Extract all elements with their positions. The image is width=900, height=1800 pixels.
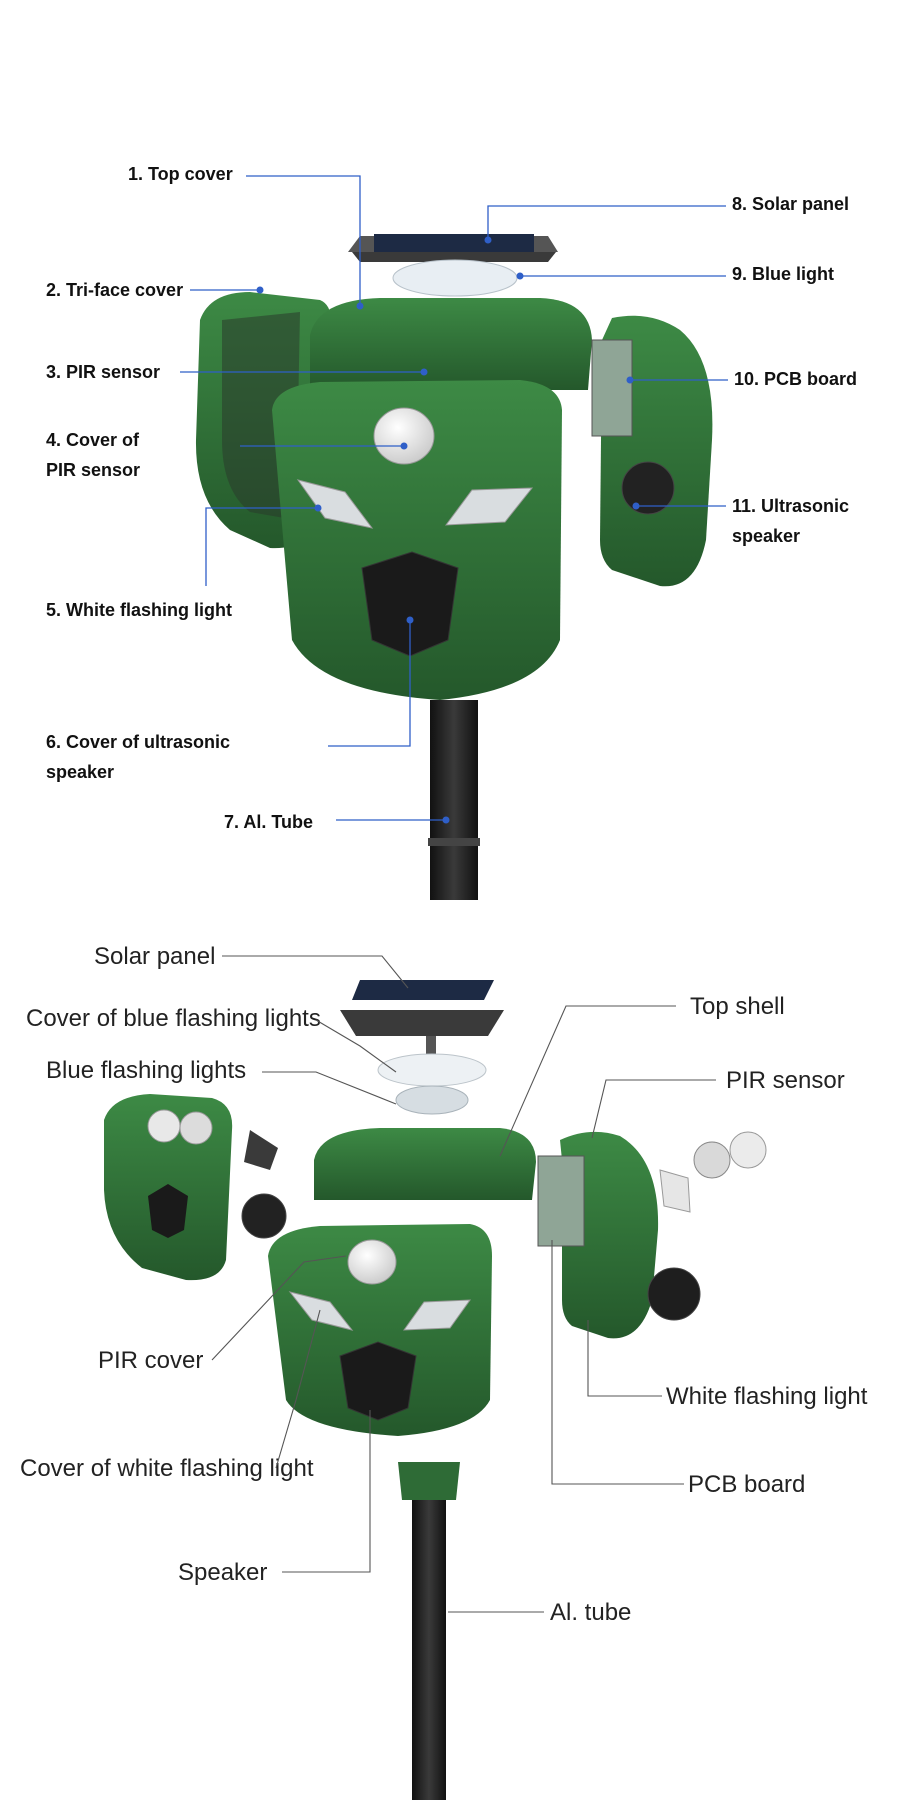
pcb-board-shape — [591, 339, 633, 437]
label-pcb-board-bottom: PCB board — [688, 1471, 805, 1498]
solar-panel-shape-bottom — [352, 980, 494, 1000]
blue-light-shape — [392, 259, 518, 297]
top-leaders — [180, 175, 728, 824]
label-blue-lights: Blue flashing lights — [46, 1057, 246, 1084]
bottom-assembly — [104, 980, 767, 1800]
label-solar-panel: 8. Solar panel — [732, 194, 849, 214]
top-labels: 1. Top cover 2. Tri-face cover 3. PIR se… — [46, 164, 857, 832]
label-white-flashing-light-bottom: White flashing light — [666, 1383, 868, 1410]
label-ultrasonic-line1: 11. Ultrasonic — [732, 496, 849, 516]
front-housing-shape — [272, 380, 562, 700]
label-top-shell: Top shell — [690, 993, 785, 1020]
label-top-cover: 1. Top cover — [128, 164, 233, 184]
label-solar-panel-bottom: Solar panel — [94, 943, 215, 970]
bottom-leaders — [211, 955, 716, 1613]
front-housing-shape-bottom — [268, 1224, 492, 1436]
ultrasonic-speaker-shape — [621, 461, 675, 515]
top-assembly — [195, 234, 713, 900]
label-cover-white-light: Cover of white flashing light — [20, 1455, 314, 1482]
top-shell-shape-bottom — [314, 1128, 536, 1200]
label-pir-cover: PIR cover — [98, 1347, 203, 1374]
right-shell-shape-bottom — [560, 1131, 659, 1339]
label-al-tube-bottom: Al. tube — [550, 1599, 631, 1626]
blue-light-cover-shape-bottom — [377, 1053, 487, 1087]
label-ultrasonic-line2: speaker — [732, 526, 800, 546]
label-tri-face-cover: 2. Tri-face cover — [46, 280, 183, 300]
label-cover-pir-line2: PIR sensor — [46, 460, 140, 480]
speaker-cover-shape — [361, 551, 459, 657]
label-pir-sensor-bottom: PIR sensor — [726, 1067, 845, 1094]
blue-light-shape-bottom — [395, 1085, 469, 1115]
label-pcb-board: 10. PCB board — [734, 369, 857, 389]
label-cover-speaker-line2: speaker — [46, 762, 114, 782]
pcb-board-shape-bottom — [537, 1155, 585, 1247]
label-cover-pir-line1: 4. Cover of — [46, 430, 140, 450]
label-white-flashing-light: 5. White flashing light — [46, 600, 232, 620]
label-speaker: Speaker — [178, 1559, 267, 1586]
pir-dome-shape — [373, 407, 435, 465]
speaker-cover-shape-bottom — [339, 1341, 417, 1421]
tube-mount-bottom — [398, 1462, 460, 1500]
white-light-right-shape — [444, 487, 534, 526]
pir-dome-shape-bottom — [347, 1239, 397, 1285]
al-tube-shape — [430, 700, 478, 900]
bottom-labels: Solar panel Cover of blue flashing light… — [20, 943, 868, 1626]
label-blue-light: 9. Blue light — [732, 264, 834, 284]
label-al-tube: 7. Al. Tube — [224, 812, 313, 832]
label-cover-blue-lights: Cover of blue flashing lights — [26, 1005, 321, 1032]
solar-frame-bottom — [340, 1010, 504, 1036]
tube-collar — [428, 838, 480, 846]
top-cover-shape — [310, 298, 592, 390]
label-cover-speaker-line1: 6. Cover of ultrasonic — [46, 732, 230, 752]
al-tube-shape-bottom — [412, 1488, 446, 1800]
label-pir-sensor: 3. PIR sensor — [46, 362, 160, 382]
solar-panel-shape — [348, 234, 558, 262]
